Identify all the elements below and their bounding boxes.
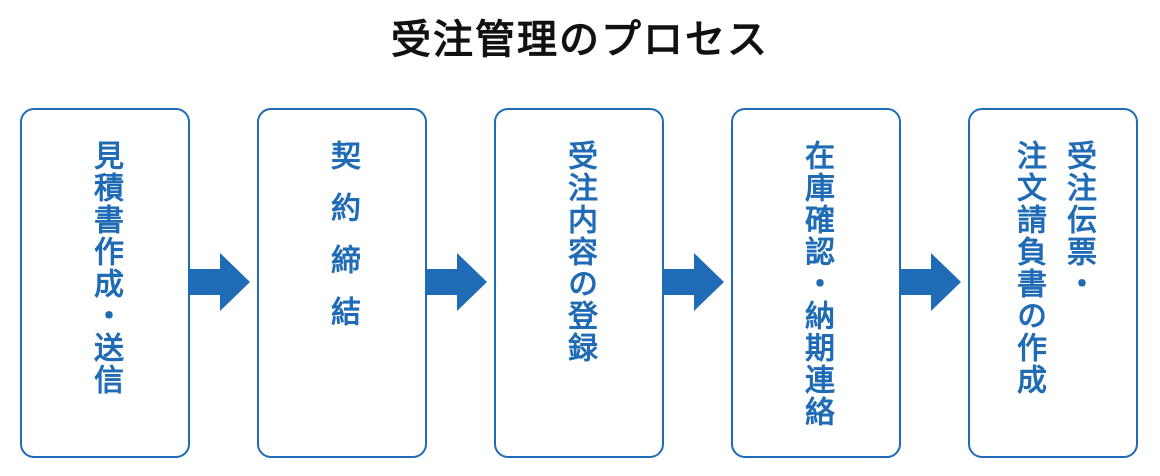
step-3-text: 受注内容の登録 bbox=[562, 140, 597, 364]
arrow-3-icon bbox=[664, 253, 724, 311]
step-2-text: 契約締結 bbox=[325, 140, 360, 348]
arrow-4-icon bbox=[901, 253, 961, 311]
step-5-box: 受注伝票・ 注文請負書の作成 bbox=[968, 108, 1138, 458]
step-1-box: 見積書作成・送信 bbox=[20, 108, 190, 458]
step-2-box: 契約締結 bbox=[257, 108, 427, 458]
step-3-box: 受注内容の登録 bbox=[494, 108, 664, 458]
step-5-text-line-1: 受注伝票・ bbox=[1061, 140, 1096, 300]
step-4-box: 在庫確認・納期連絡 bbox=[731, 108, 901, 458]
step-1-text: 見積書作成・送信 bbox=[88, 140, 123, 396]
step-5-text-line-2: 注文請負書の作成 bbox=[1011, 140, 1046, 396]
step-4-text: 在庫確認・納期連絡 bbox=[799, 140, 834, 428]
diagram-title: 受注管理のプロセス bbox=[391, 17, 769, 63]
arrow-1-icon bbox=[190, 253, 250, 311]
arrow-2-icon bbox=[427, 253, 487, 311]
